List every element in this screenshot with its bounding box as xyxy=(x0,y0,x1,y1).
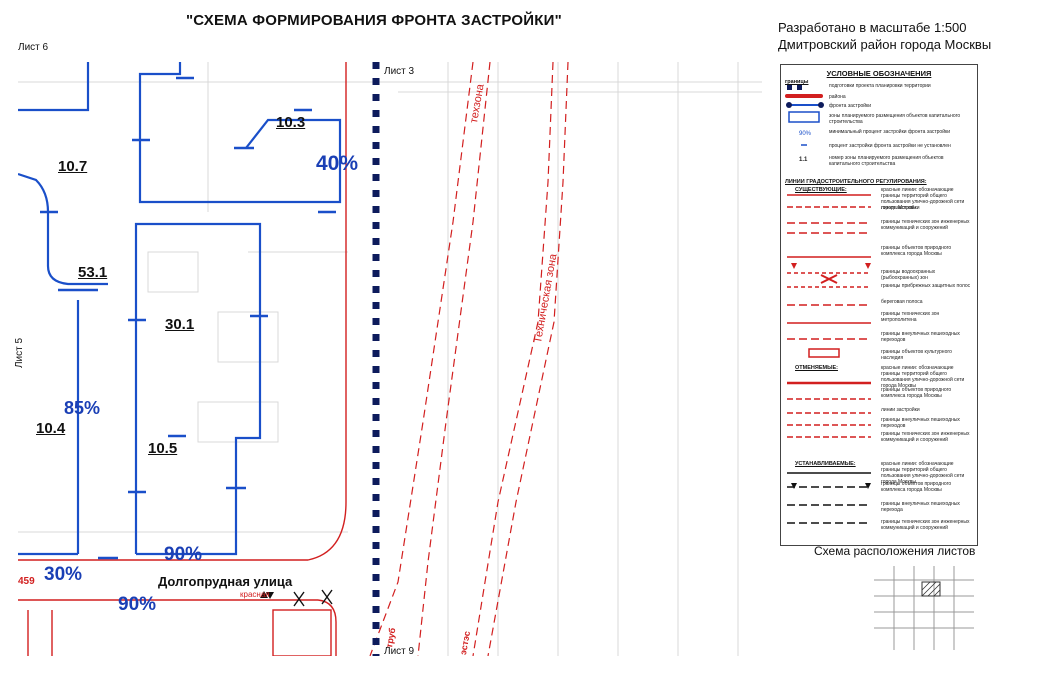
legend-existing-2: линия застройки xyxy=(881,205,920,211)
legend-item-percent-not-set: процент застройки фронта застройки не ус… xyxy=(829,143,951,149)
map-area[interactable]: 10.7 10.3 53.1 30.1 10.4 10.5 40% 85% 90… xyxy=(18,62,762,656)
zone-label-10-7[interactable]: 10.7 xyxy=(58,158,88,175)
legend-existing-4: границы объектов природного комплекса го… xyxy=(881,245,952,257)
map-title: "СХЕМА ФОРМИРОВАНИЯ ФРОНТА ЗАСТРОЙКИ" xyxy=(186,12,562,29)
legend-title: УСЛОВНЫЕ ОБОЗНАЧЕНИЯ xyxy=(826,69,932,78)
legend-cancelled-5: границы технических зон инженерных комму… xyxy=(881,431,970,443)
sheet-scheme-title: Схема расположения листов xyxy=(814,544,976,558)
sheet-scheme-grid[interactable] xyxy=(874,566,974,650)
zone-label-30-1[interactable]: 30.1 xyxy=(165,316,195,333)
red-text-krasnaya: красная xyxy=(240,590,270,599)
legend-item-zone-number: номер зоны планируемого размещения объек… xyxy=(829,155,944,167)
legend-panel: УСЛОВНЫЕ ОБОЗНАЧЕНИЯ границы xyxy=(780,64,978,546)
legend-established-3: границы внеуличных пешеходных перехода xyxy=(881,501,960,513)
legend-existing-1: красные линии: обозначающие границы терр… xyxy=(881,187,965,211)
legend-cancelled-3: линии застройки xyxy=(881,407,920,413)
district-note: Дмитровский район города Москвы xyxy=(778,37,992,52)
legend-item-zones: зоны планируемого размещения объектов ка… xyxy=(829,113,961,125)
legend-section-regulation: ЛИНИИ ГРАДОСТРОИТЕЛЬНОГО РЕГУЛИРОВАНИЯ: xyxy=(785,179,927,185)
legend-item-frontage: фронта застройки xyxy=(829,103,872,109)
sheet-label-bottom: Лист 9 xyxy=(384,646,415,657)
scale-note: Разработано в масштабе 1:500 xyxy=(778,20,967,35)
legend-item-district: района xyxy=(829,94,846,100)
zone-label-10-5[interactable]: 10.5 xyxy=(148,440,178,457)
percent-label-40: 40% xyxy=(316,152,359,175)
map-drawing xyxy=(18,62,762,656)
legend-existing-7: береговая полоса xyxy=(881,299,923,305)
percent-label-30: 30% xyxy=(44,564,83,585)
legend-existing-5: границы водоохранных (рыбоохранных) зон xyxy=(881,269,936,281)
sheet-label-top-left: Лист 6 xyxy=(18,42,49,53)
legend-item-planning-boundary: подготовки проекта планировки территории xyxy=(829,83,931,89)
legend-section-existing: СУЩЕСТВУЮЩИЕ: xyxy=(795,187,847,193)
legend-existing-3: границы технических зон инженерных комму… xyxy=(881,219,970,231)
legend-cancelled-4: границы внеуличных пешеходных переходов xyxy=(881,417,960,429)
legend-cancelled-2: границы объектов природного комплекса го… xyxy=(881,387,952,399)
legend-existing-8: границы технических зон метрополитена xyxy=(881,311,940,323)
legend-established-2: границы объектов природного комплекса го… xyxy=(881,481,952,493)
legend-cancelled-1: красные линии: обозначающие границы терр… xyxy=(881,365,965,389)
sheet-label-left: Лист 5 xyxy=(14,337,25,368)
zone-label-10-4[interactable]: 10.4 xyxy=(36,420,66,437)
legend-existing-6: границы прибрежных защитных полос xyxy=(881,283,971,289)
red-text-459: 459 xyxy=(18,576,35,587)
zone-label-10-3[interactable]: 10.3 xyxy=(276,114,306,131)
legend-groups-label: границы xyxy=(785,79,809,85)
legend-existing-10: границы объектов культурного наследия xyxy=(881,349,952,361)
legend-pct-sample: 90% xyxy=(799,131,812,137)
legend-item-min-percent: минимальный процент застройки фронта зас… xyxy=(829,129,950,135)
percent-label-90-bottom: 90% xyxy=(118,594,157,615)
street-label: Долгопрудная улица xyxy=(158,574,293,589)
legend-established-1: красные линии: обозначающие границы терр… xyxy=(881,461,965,485)
legend-existing-9: границы внеуличных пешеходных переходов xyxy=(881,331,960,343)
legend-symbols xyxy=(785,85,871,524)
legend-section-cancelled: ОТМЕНЯЕМЫЕ: xyxy=(795,365,838,371)
legend-section-established: УСТАНАВЛИВАЕМЫЕ: xyxy=(795,461,856,467)
zone-label-53-1[interactable]: 53.1 xyxy=(78,264,108,281)
sheet-label-top: Лист 3 xyxy=(384,66,415,77)
percent-label-85: 85% xyxy=(64,398,101,418)
percent-label-90-center: 90% xyxy=(164,544,203,565)
legend-established-4: границы технических зон инженерных комму… xyxy=(881,519,970,531)
legend-num-sample: 1.1 xyxy=(799,157,808,163)
